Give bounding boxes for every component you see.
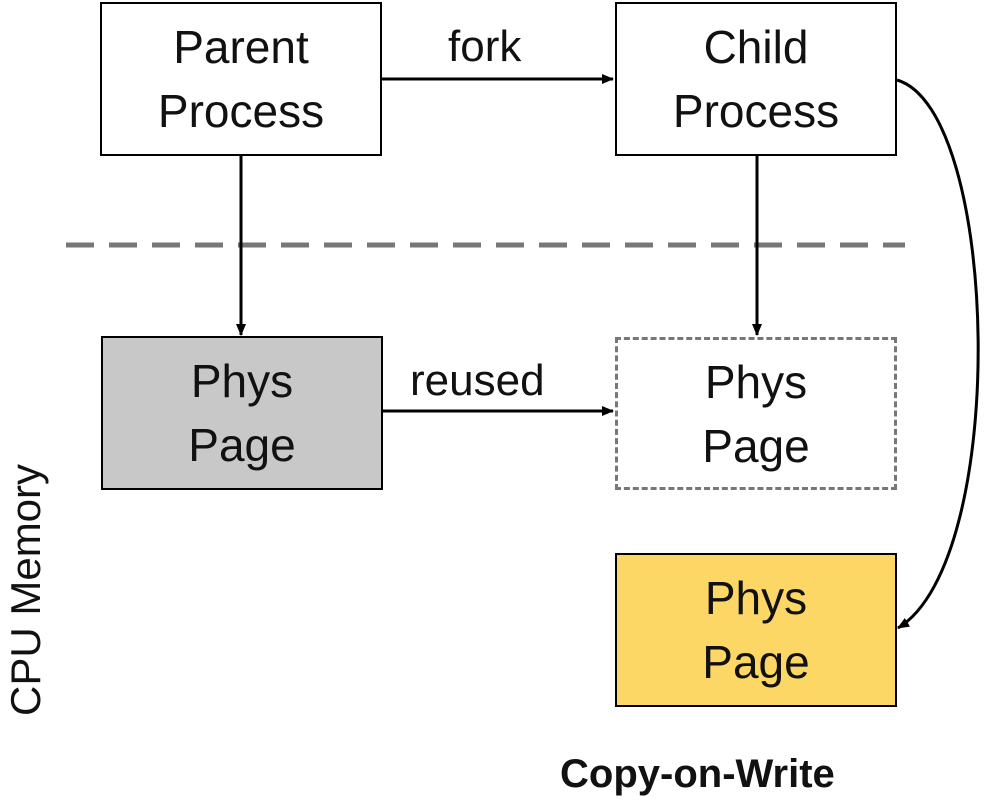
fork-label: fork xyxy=(448,22,522,71)
cpu-memory-label: CPU Memory xyxy=(2,463,49,716)
copy-on-write-caption: Copy-on-Write xyxy=(560,752,835,796)
child-phys-page-box: Phys Page xyxy=(615,337,897,490)
parent-process-label: Parent Process xyxy=(157,21,325,137)
parent-phys-page-label: Phys Page xyxy=(188,355,296,471)
child-process-label: Child Process xyxy=(672,21,840,137)
reused-label: reused xyxy=(410,356,545,405)
child-phys-page-label: Phys Page xyxy=(702,355,810,472)
cow-phys-page-box: Phys Page xyxy=(615,553,897,707)
parent-process-box: Parent Process xyxy=(100,2,382,156)
copy-on-write-arrow xyxy=(896,78,980,630)
child-process-box: Child Process xyxy=(615,2,897,156)
cow-phys-page-label: Phys Page xyxy=(702,572,810,688)
parent-phys-page-box: Phys Page xyxy=(101,336,383,490)
